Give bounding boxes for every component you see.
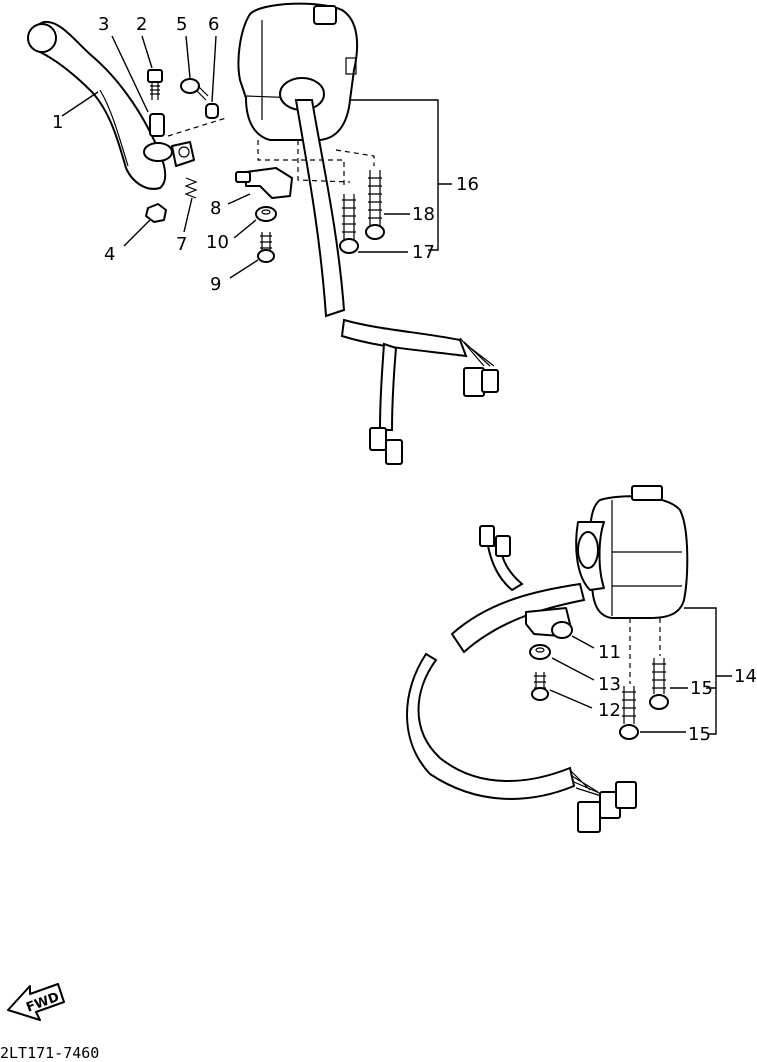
leader-1 — [61, 91, 99, 117]
right-wiring-harness — [406, 525, 637, 833]
nut-6 — [205, 103, 219, 119]
callout-11: 11 — [598, 642, 621, 663]
leader-6 — [211, 35, 217, 103]
callout-10: 10 — [206, 232, 229, 253]
callout-14: 14 — [734, 666, 757, 687]
callout-9: 9 — [210, 274, 221, 295]
leader-8 — [227, 193, 251, 205]
callout-3: 3 — [98, 14, 109, 35]
leader-13 — [551, 657, 595, 681]
callout-1: 1 — [52, 112, 63, 133]
fwd-arrow: FWD — [7, 983, 65, 1021]
leader-12 — [549, 689, 593, 709]
collar-3 — [149, 113, 165, 137]
nut-4 — [145, 203, 167, 223]
spring-7 — [184, 177, 198, 199]
bolt-2 — [147, 69, 163, 100]
callout-17: 17 — [412, 242, 435, 263]
callout-12: 12 — [598, 700, 621, 721]
callout-5: 5 — [176, 14, 187, 35]
callout-7: 7 — [176, 234, 187, 255]
bolt-18 — [365, 170, 385, 240]
leader-9 — [229, 259, 259, 279]
callout-15-lower: 15 — [688, 724, 711, 745]
callout-6: 6 — [208, 14, 219, 35]
callout-2: 2 — [136, 14, 147, 35]
clutch-lever — [27, 20, 167, 190]
bolt-17 — [339, 194, 359, 254]
drawing-code: 2LT171-7460 — [0, 1044, 99, 1062]
screw-12 — [531, 672, 549, 701]
right-handlebar-switch — [575, 485, 689, 619]
bolt-15-lower — [619, 686, 639, 740]
screw-9 — [257, 232, 275, 263]
callout-13: 13 — [598, 674, 621, 695]
callout-8: 8 — [210, 198, 221, 219]
leader-5 — [185, 35, 191, 79]
leader-7 — [183, 197, 193, 233]
assembly-line — [167, 117, 227, 137]
switch-11 — [525, 607, 573, 639]
leader-10 — [233, 219, 257, 239]
assembly-line — [257, 140, 345, 186]
callout-4: 4 — [104, 244, 115, 265]
washer-10 — [255, 206, 277, 222]
assembly-line — [297, 140, 351, 183]
left-handlebar-switch — [237, 2, 359, 141]
bracket-14 — [684, 607, 732, 735]
switch-8 — [235, 167, 293, 199]
bracket-16 — [350, 99, 452, 251]
screw-5 — [180, 78, 209, 101]
callout-18: 18 — [412, 204, 435, 225]
washer-13 — [529, 644, 551, 660]
leader-4 — [123, 219, 151, 247]
bolt-15-upper — [649, 658, 669, 710]
callout-16: 16 — [456, 174, 479, 195]
leader-11 — [571, 635, 595, 649]
left-wiring-harness — [294, 99, 499, 465]
callout-15-upper: 15 — [690, 678, 713, 699]
lever-holder — [143, 141, 195, 167]
leader-2 — [141, 35, 153, 69]
assembly-line — [335, 149, 375, 166]
leader-3 — [111, 35, 149, 113]
